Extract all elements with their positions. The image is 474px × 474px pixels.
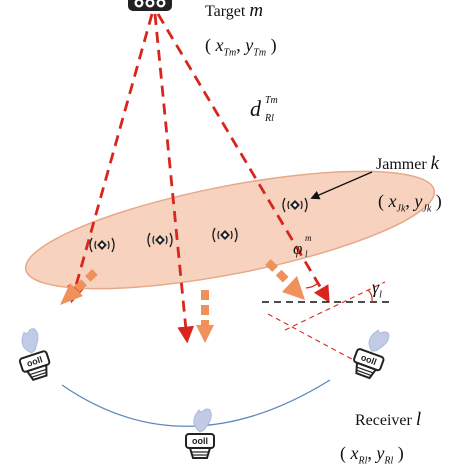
jammer-label-text: Jammer <box>376 156 427 173</box>
receiver-label-text: Receiver <box>355 412 412 429</box>
gamma-angle-arc <box>367 289 373 303</box>
phi-angle-label: φ m l <box>293 234 312 259</box>
receiver-right-radar-icon <box>348 323 394 382</box>
distance-label: d Tm Rl <box>250 96 278 124</box>
receiver-label: Receiver l <box>355 410 421 429</box>
target-coord-y-sub: Tm <box>253 47 267 59</box>
gamma-sub: l <box>379 289 382 301</box>
phi-angle-arc <box>305 282 319 289</box>
target-coord-close: ) <box>270 35 277 55</box>
receiver-coord-y-sub: Rl <box>384 455 394 467</box>
distance-sub: Rl <box>265 113 274 124</box>
target-label-text: Target <box>205 3 246 20</box>
target-label: Target m <box>205 1 263 20</box>
distance-sup: Tm <box>265 95 278 106</box>
jammer-coord-close: ) <box>435 191 442 211</box>
receiver-coord-comma: , <box>367 443 372 463</box>
receiver-center-radar-icon <box>185 408 215 459</box>
signal-line-center <box>153 13 195 344</box>
receiver-index: l <box>415 409 422 430</box>
target-coord-x-sub: Tm <box>223 47 237 59</box>
phi-sub: l <box>305 249 308 259</box>
target-coord-comma: , <box>236 35 241 55</box>
receiver-coordinates: ( xRl, yRl ) <box>340 444 404 467</box>
phi-sup: m <box>305 233 312 243</box>
gamma-angle-label: γl <box>372 278 382 301</box>
jamming-arrow-right <box>265 259 305 300</box>
jammer-coord-open: ( <box>378 191 384 211</box>
jammer-index: k <box>430 153 440 174</box>
target-coord-y: y <box>245 35 254 55</box>
jammer-coord-comma: , <box>405 191 410 211</box>
jamming-arrow-center <box>196 290 214 343</box>
phi-symbol: φ <box>293 239 303 258</box>
receiver-coord-open: ( <box>340 443 346 463</box>
jammer-region-ellipse <box>24 170 436 290</box>
target-uav-icon <box>128 0 172 11</box>
receiver-coord-close: ) <box>397 443 404 463</box>
jammer-label: Jammer k <box>376 154 439 173</box>
receiver-left-radar-icon <box>10 325 55 384</box>
angle-reference-line <box>267 313 373 371</box>
target-index: m <box>249 0 264 21</box>
jammer-coord-y: y <box>414 191 423 211</box>
target-coord-x: x <box>215 35 224 55</box>
gamma-symbol: γ <box>372 277 380 297</box>
receiver-coord-y: y <box>376 443 385 463</box>
jammer-pointer-arrow <box>310 171 373 200</box>
jammer-coord-x-sub: Jk <box>396 203 406 215</box>
receiver-coord-x: x <box>350 443 359 463</box>
signal-line-left <box>67 13 154 304</box>
signal-line-right <box>156 13 330 303</box>
target-coord-open: ( <box>205 35 211 55</box>
distance-symbol: d <box>250 96 261 121</box>
jamming-arrow-left <box>60 269 98 305</box>
jammer-coordinates: ( xJk, yJk ) <box>378 192 442 215</box>
receiver-coord-x-sub: Rl <box>358 455 368 467</box>
jammer-coord-y-sub: Jk <box>422 203 432 215</box>
target-coordinates: ( xTm, yTm ) <box>205 36 277 59</box>
receiver-arc <box>61 379 331 427</box>
jammer-coord-x: x <box>388 191 397 211</box>
